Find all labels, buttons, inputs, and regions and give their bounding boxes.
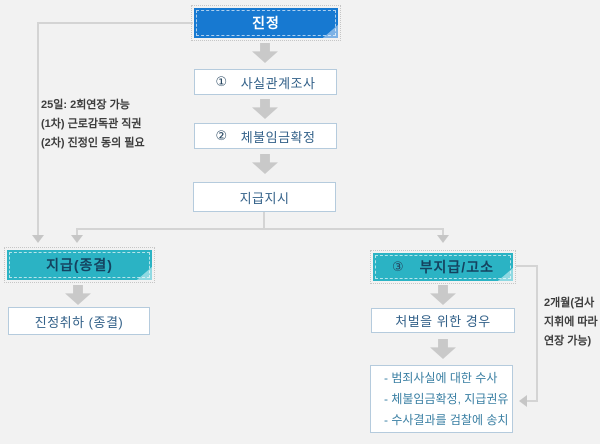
annotation-line: 지휘에 따라 — [544, 316, 598, 328]
withdrawal-node: 진정취하 (종결) — [8, 307, 150, 335]
flow-arrow-down-icon — [430, 285, 456, 305]
flow-arrow-down-icon — [65, 285, 91, 305]
left-annotation: 25일: 2회연장 가능 (1차) 근로감독관 직권 (2차) 진정인 동의 필… — [41, 96, 145, 153]
branch-right-drop-line — [442, 228, 444, 236]
annotation-line: (2차) 진정인 동의 필요 — [41, 137, 145, 149]
detail-line: - 수사결과를 검찰에 송치 — [384, 412, 509, 427]
branch-line-horizontal — [76, 228, 444, 230]
start-banner: 진정 — [191, 5, 341, 41]
right-connector-vertical-line — [536, 265, 538, 401]
punishment-case-node: 처벌을 위한 경우 — [371, 308, 515, 333]
arrow-down-icon — [71, 235, 83, 243]
bypass-line-horizontal — [38, 22, 193, 24]
right-annotation: 2개월(검사 지휘에 따라 연장 가능) — [544, 294, 598, 351]
flow-arrow-down-icon — [252, 99, 278, 119]
arrow-down-icon — [32, 235, 44, 243]
step-label: 사실관계조사 — [240, 75, 316, 91]
step-number-badge: ② — [215, 128, 228, 143]
annotation-line: (1차) 근로감독관 직권 — [41, 118, 142, 130]
branch-left-drop-line — [76, 228, 78, 236]
annotation-line: 2개월(검사 — [544, 297, 595, 309]
step-label: 지급지시 — [239, 190, 290, 206]
paid-banner: 지급(종결) — [4, 247, 155, 283]
branch-stem-line — [263, 212, 265, 230]
flow-arrow-down-icon — [430, 339, 456, 359]
arrow-down-icon — [437, 235, 449, 243]
step-number-badge: ① — [215, 74, 228, 89]
flow-arrow-down-icon — [252, 154, 278, 174]
unpaid-banner: ③ 부지급/고소 — [370, 250, 516, 284]
right-connector-top-line — [516, 265, 538, 267]
unpaid-banner-label: 부지급/고소 — [419, 259, 494, 275]
arrow-left-icon — [519, 395, 527, 407]
detail-line: - 범죄사실에 대한 수사 — [384, 370, 498, 385]
detail-line: - 체불임금확정, 지급권유 — [384, 391, 509, 406]
step-payment-order-node: 지급지시 — [193, 182, 336, 212]
annotation-line: 25일: 2회연장 가능 — [41, 99, 130, 111]
step-label: 체불임금확정 — [240, 129, 316, 145]
withdrawal-label: 진정취하 (종결) — [34, 314, 124, 330]
bypass-line-vertical — [37, 22, 39, 236]
paid-banner-label: 지급(종결) — [46, 257, 113, 273]
punishment-case-label: 처벌을 위한 경우 — [395, 314, 491, 329]
step-fact-check-node: ① 사실관계조사 — [194, 69, 337, 95]
investigation-details-node: - 범죄사실에 대한 수사 - 체불임금확정, 지급권유 - 수사결과를 검찰에… — [370, 365, 513, 433]
start-banner-label: 진정 — [252, 15, 280, 31]
step-wage-confirm-node: ② 체불임금확정 — [194, 123, 337, 149]
flow-arrow-down-icon — [252, 43, 278, 63]
right-connector-bottom-line — [527, 400, 538, 402]
step-number-badge: ③ — [392, 259, 405, 274]
annotation-line: 연장 가능) — [544, 335, 592, 347]
